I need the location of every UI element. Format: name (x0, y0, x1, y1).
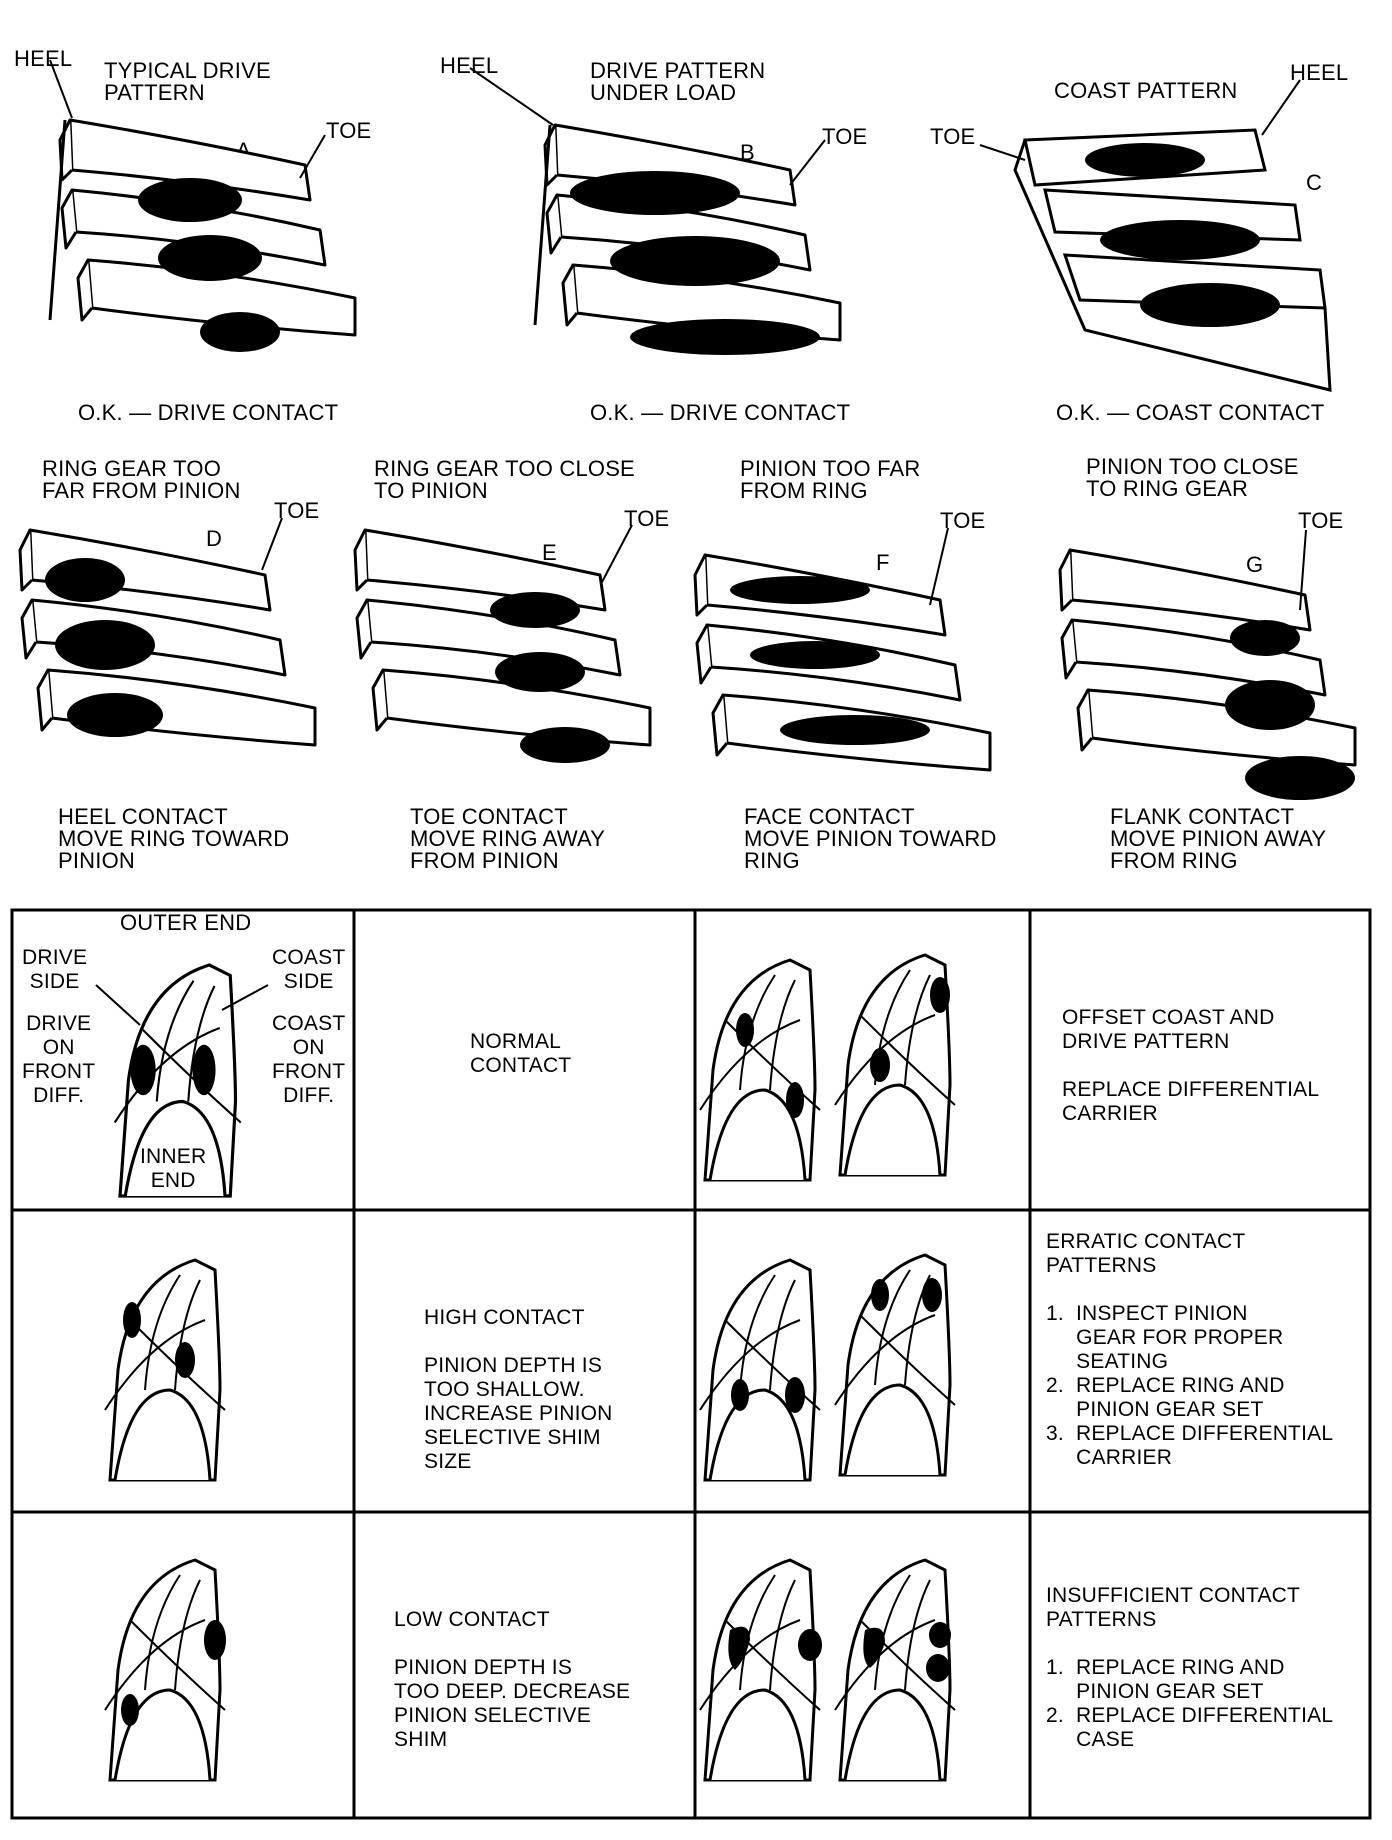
contact-patch (490, 592, 580, 628)
contact-tooth (835, 1560, 955, 1780)
low-contact-text: LOW CONTACT PINION DEPTH IS TOO DEEP. DE… (394, 1608, 630, 1752)
contact-tooth (835, 1255, 955, 1475)
contact-patch (750, 641, 880, 669)
contact-patch (1225, 680, 1315, 730)
contact-tooth (700, 1260, 820, 1480)
insufficient-contact-text: INSUFFICIENT CONTACT PATTERNS 1. REPLACE… (1046, 1584, 1333, 1752)
contact-tooth (835, 955, 955, 1175)
contact-patch (570, 171, 740, 215)
contact-patch (610, 236, 780, 286)
contact-patch (1230, 620, 1300, 656)
contact-patch (1085, 143, 1205, 177)
gear-drawing-f (695, 555, 990, 770)
coast-side-label: COAST SIDE (272, 946, 345, 994)
contact-patch (1140, 283, 1280, 327)
gear-drawing-b (535, 125, 840, 355)
contact-patch (495, 652, 585, 692)
contact-patch (67, 693, 163, 737)
inner-end-label: INNER END (140, 1145, 206, 1193)
contact-patch (520, 727, 610, 763)
gear-drawing-e (355, 530, 650, 763)
contact-patch (780, 715, 930, 745)
high-contact-text: HIGH CONTACT PINION DEPTH IS TOO SHALLOW… (424, 1306, 613, 1474)
contact-patch (55, 620, 155, 670)
contact-patch (1245, 756, 1355, 800)
normal-contact-label: NORMAL CONTACT (470, 1030, 571, 1078)
gear-drawing-d (20, 530, 315, 745)
contact-patch (158, 235, 262, 281)
contact-patch (630, 319, 820, 355)
contact-patch (138, 178, 242, 222)
contact-tooth (700, 1560, 822, 1780)
coast-on-front-label: COAST ON FRONT DIFF. (272, 1012, 345, 1108)
gear-drawing-c (1015, 130, 1330, 390)
contact-patch (1100, 220, 1260, 260)
drive-on-front-label: DRIVE ON FRONT DIFF. (22, 1012, 95, 1108)
gear-drawing-a (50, 120, 355, 352)
contact-patch (730, 576, 870, 604)
outer-end-label: OUTER END (120, 912, 251, 934)
erratic-contact-text: ERRATIC CONTACT PATTERNS 1. INSPECT PINI… (1046, 1230, 1333, 1470)
drive-side-label: DRIVE SIDE (22, 946, 87, 994)
high-contact-tooth (105, 1260, 225, 1480)
contact-tooth (700, 960, 820, 1180)
contact-patch (45, 558, 125, 602)
offset-pattern-text: OFFSET COAST AND DRIVE PATTERN REPLACE D… (1062, 1006, 1319, 1126)
gear-drawing-g (1060, 550, 1355, 800)
low-contact-tooth (105, 1560, 226, 1780)
contact-patch (200, 312, 280, 352)
